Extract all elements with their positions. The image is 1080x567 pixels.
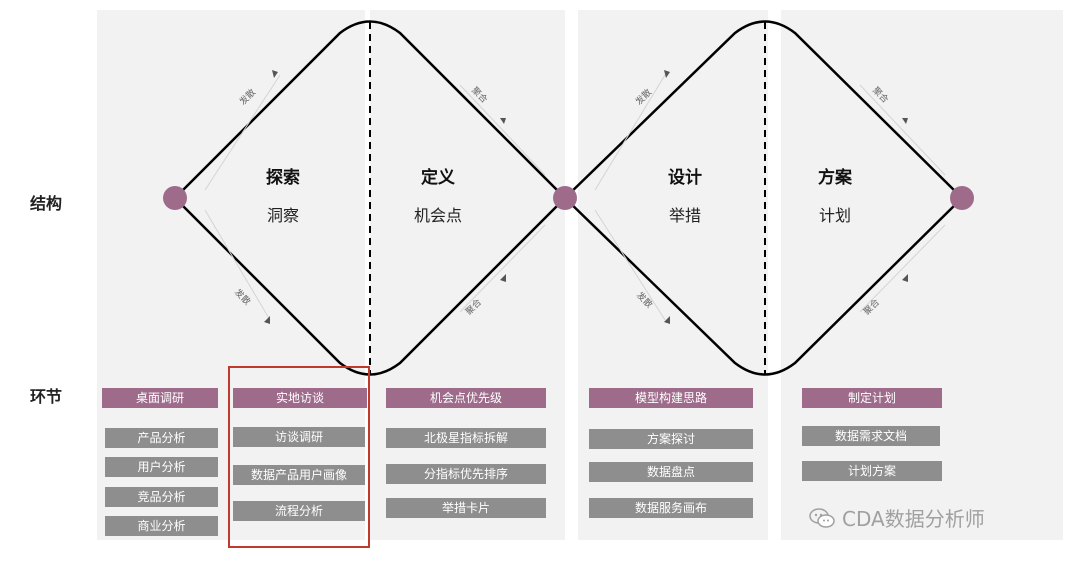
- arrow-icon: [902, 118, 908, 124]
- highlight-box: [228, 366, 370, 548]
- stage-item: 举措卡片: [386, 498, 546, 518]
- stage-item: 用户分析: [105, 457, 218, 477]
- stage-header-planning: 制定计划: [802, 388, 942, 408]
- panel-design: [578, 10, 768, 540]
- guide-line: [459, 84, 546, 176]
- watermark-text: CDA数据分析师: [842, 507, 985, 531]
- diamond-2: [563, 20, 964, 376]
- stage-item: 数据产品用户画像: [233, 465, 365, 485]
- guide-line: [204, 209, 271, 321]
- phase-subtitle-define: 机会点: [413, 206, 462, 225]
- arrow-icon: [500, 274, 506, 282]
- phase-title-define: 定义: [421, 168, 455, 188]
- wechat-icon: [809, 507, 835, 528]
- row-label-stages: 环节: [30, 387, 63, 406]
- node-end: [950, 186, 974, 210]
- panel-explore: [97, 10, 365, 540]
- arrow-icon: [264, 316, 270, 324]
- node-middle: [553, 186, 577, 210]
- watermark: CDA数据分析师: [808, 503, 985, 532]
- row-label-structure: 结构: [30, 194, 63, 213]
- stage-item: 方案探讨: [589, 429, 753, 449]
- stage-header-opportunity-priority: 机会点优先级: [386, 388, 546, 408]
- stage-header-model-building: 模型构建思路: [589, 388, 753, 408]
- stage-item: 流程分析: [233, 501, 365, 521]
- arrow-icon: [500, 118, 506, 124]
- stage-item: 商业分析: [105, 516, 218, 536]
- arrow-icon: [902, 274, 908, 282]
- stage-item: 数据服务画布: [589, 498, 753, 518]
- diamond-2-outline: [563, 20, 964, 376]
- guide-line: [594, 74, 666, 191]
- arrow-icon: [272, 70, 278, 78]
- stage-item: 数据需求文档: [802, 426, 940, 446]
- phase-title-plan: 方案: [818, 168, 852, 188]
- stage-item: 产品分析: [105, 428, 218, 448]
- phase-subtitle-design: 举措: [668, 206, 701, 225]
- panel-define: [370, 10, 565, 540]
- guide-line: [859, 224, 946, 313]
- stage-item: 访谈调研: [233, 427, 365, 447]
- guide-line: [204, 74, 281, 191]
- stage-item: 分指标优先排序: [386, 464, 546, 484]
- arrow-icon: [664, 316, 670, 324]
- guide-line: [859, 84, 946, 176]
- stage-header-field-interviews: 实地访谈: [233, 388, 367, 408]
- stage-item: 数据盘点: [589, 462, 753, 482]
- phase-title-design: 设计: [668, 168, 702, 188]
- node-start: [163, 186, 187, 210]
- arrow-icon: [664, 70, 670, 78]
- stage-item: 北极星指标拆解: [386, 428, 546, 448]
- phase-title-explore: 探索: [266, 168, 300, 188]
- phase-subtitle-plan: 计划: [818, 206, 851, 225]
- guide-line: [594, 209, 666, 321]
- panel-plan: [781, 10, 1063, 540]
- stage-item: 竞品分析: [105, 487, 218, 507]
- stage-item: 计划方案: [802, 461, 942, 481]
- guide-line: [459, 224, 546, 313]
- stage-header-desk-research: 桌面调研: [102, 388, 218, 408]
- phase-subtitle-explore: 洞察: [266, 206, 299, 225]
